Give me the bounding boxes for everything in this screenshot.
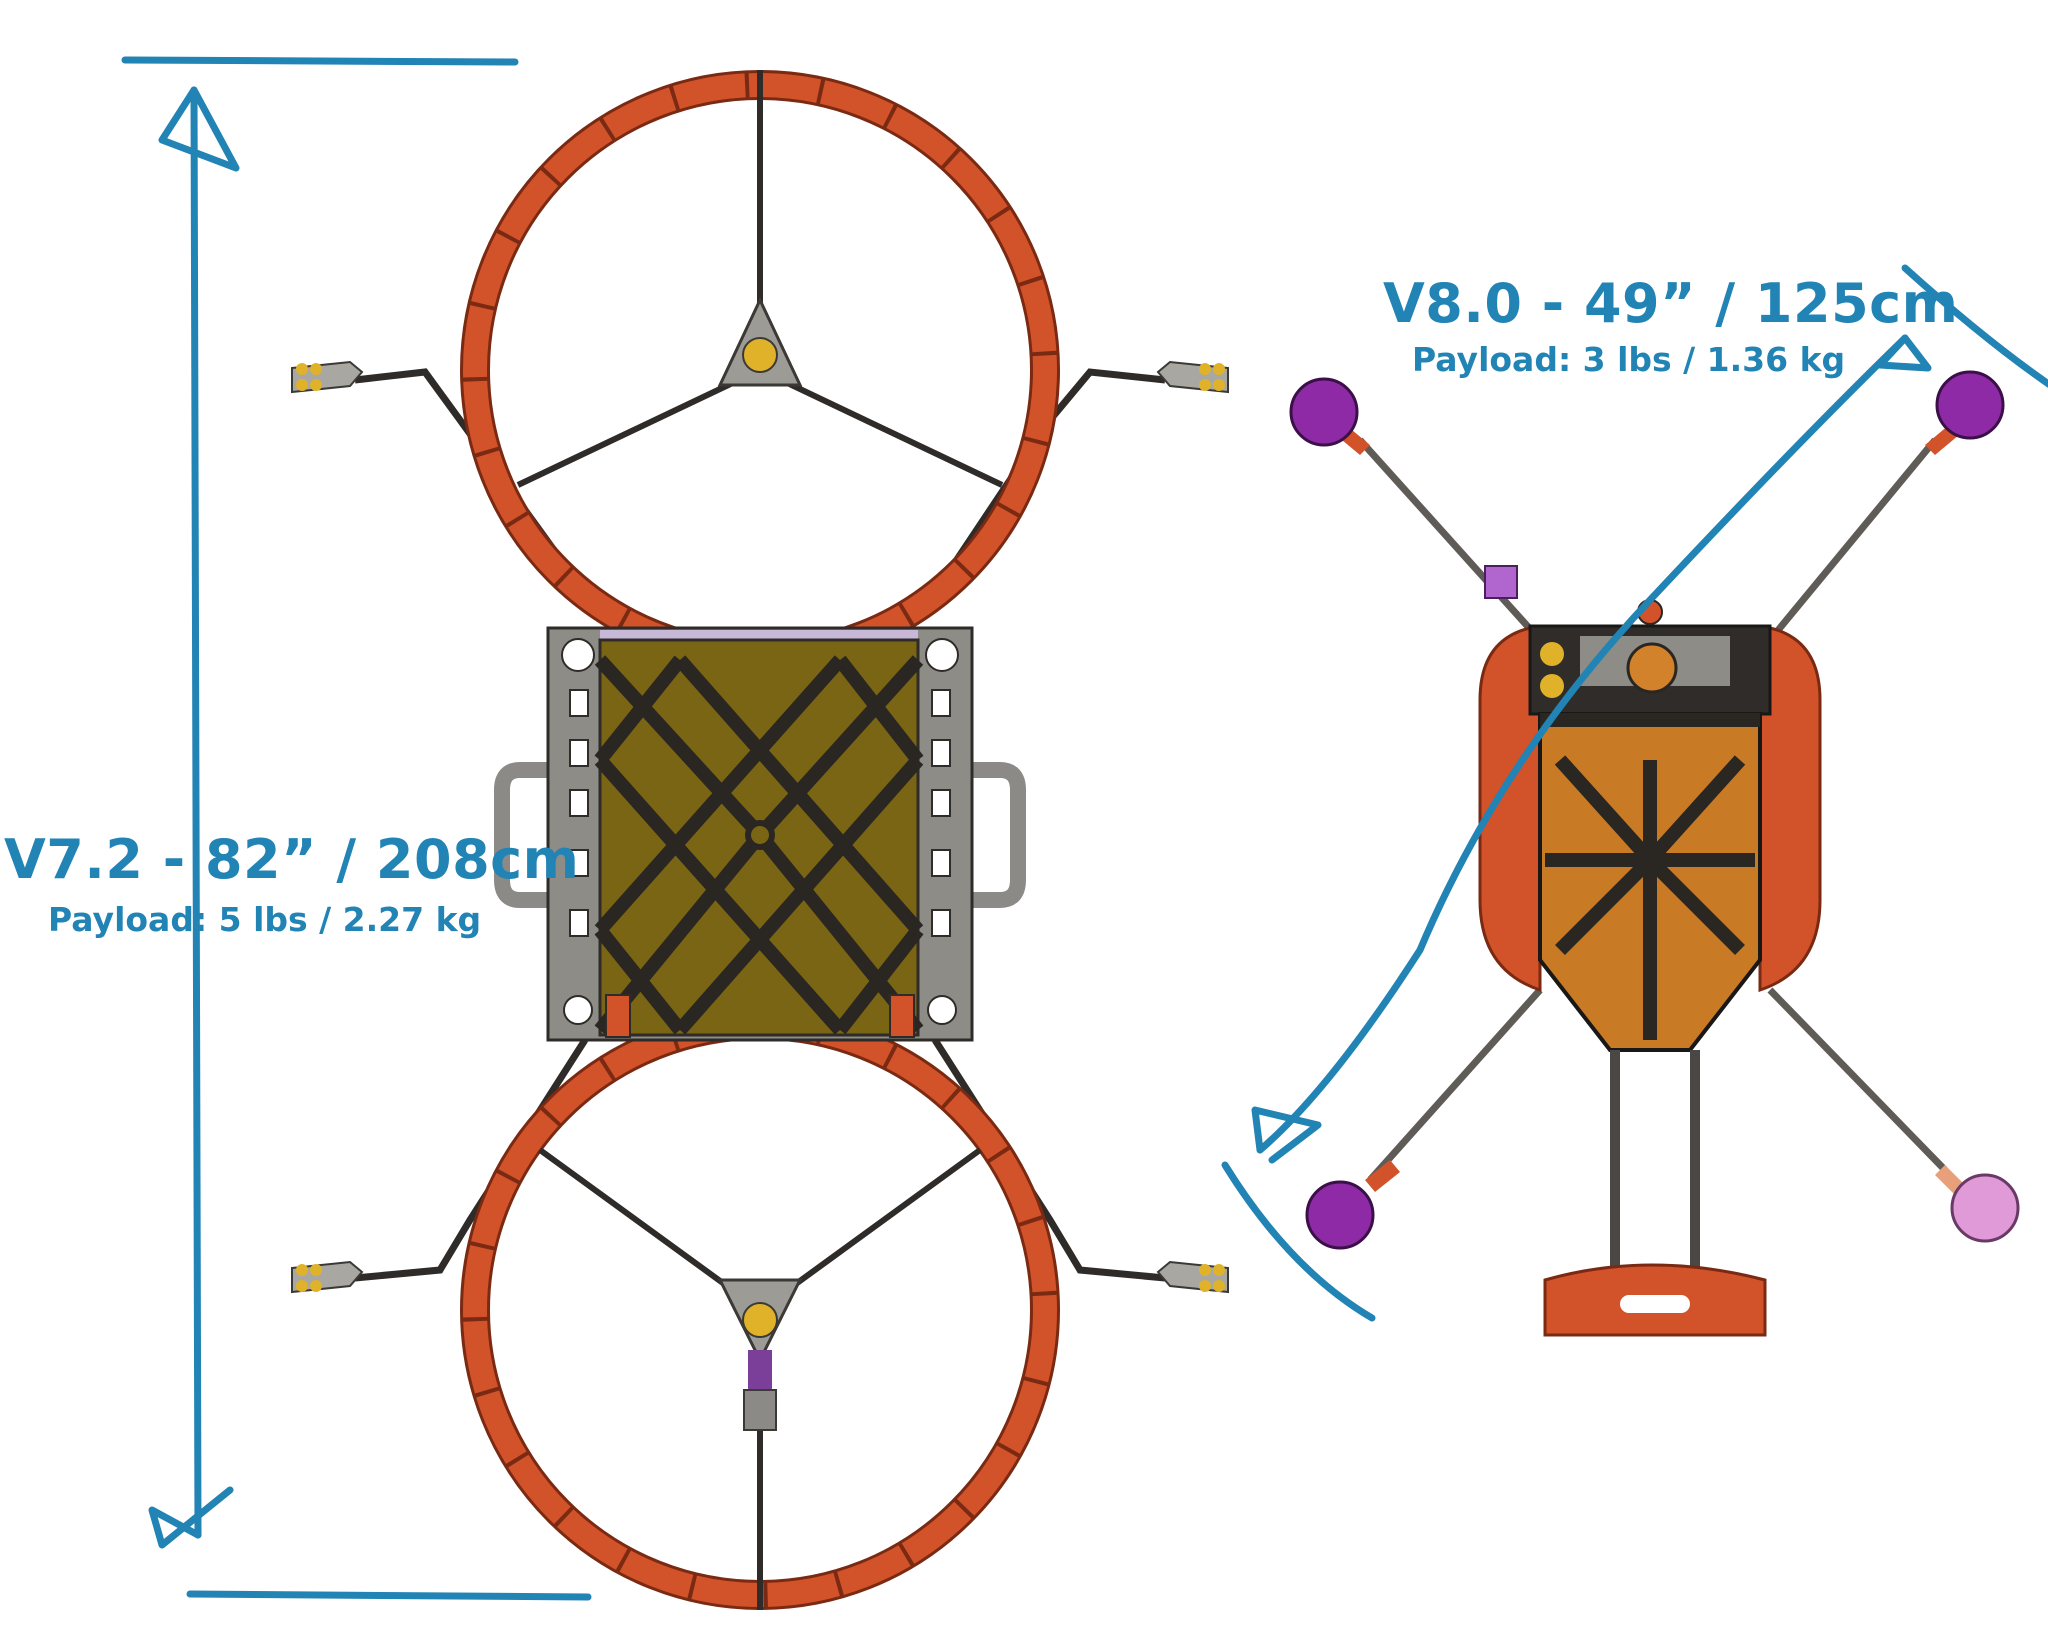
v80-tail-boom: [1543, 1050, 1767, 1337]
v80-drone: [1289, 370, 2020, 1337]
v72-side-handles: [494, 762, 1026, 908]
propeller-icon: [1935, 1165, 2020, 1243]
motor-pod-icon: [1156, 1260, 1229, 1294]
v80-size-label: V8.0 - 49” / 125cm: [1383, 272, 1959, 335]
v72-size-label: V7.2 - 82” / 208cm: [4, 828, 580, 891]
v72-bottom-duct-ring: [460, 1010, 1060, 1610]
v80-propellers: [1289, 370, 2020, 1250]
v80-side-floats: [1478, 626, 1822, 993]
v72-body-frame: [546, 626, 974, 1042]
v72-motor-pods: [291, 360, 1229, 1294]
propeller-icon: [1925, 370, 2005, 455]
v72-dimension-line: [121, 56, 592, 1601]
v80-body-frame: [1528, 599, 1772, 1052]
top-arrowhead-icon: [158, 86, 240, 172]
top-hub-icon: [717, 296, 803, 387]
top-arrowhead-icon: [1876, 334, 1932, 372]
v80-dimension-line: [1221, 264, 2048, 1322]
v72-top-duct-ring: [460, 70, 1060, 670]
v80-arms: [1357, 437, 1948, 1183]
bottom-arrowhead-icon: [1251, 1106, 1322, 1164]
motor-pod-icon: [1156, 360, 1229, 394]
propeller-icon: [1305, 1160, 1400, 1250]
propeller-icon: [1289, 377, 1370, 455]
v72-drone: [291, 70, 1229, 1610]
bottom-hub-icon: [717, 1278, 803, 1431]
motor-pod-icon: [291, 360, 364, 394]
v80-payload-label: Payload: 3 lbs / 1.36 kg: [1412, 340, 1846, 379]
bottom-arrowhead-icon: [148, 1486, 234, 1549]
v72-payload-label: Payload: 5 lbs / 2.27 kg: [48, 900, 482, 939]
motor-pod-icon: [291, 1260, 364, 1294]
